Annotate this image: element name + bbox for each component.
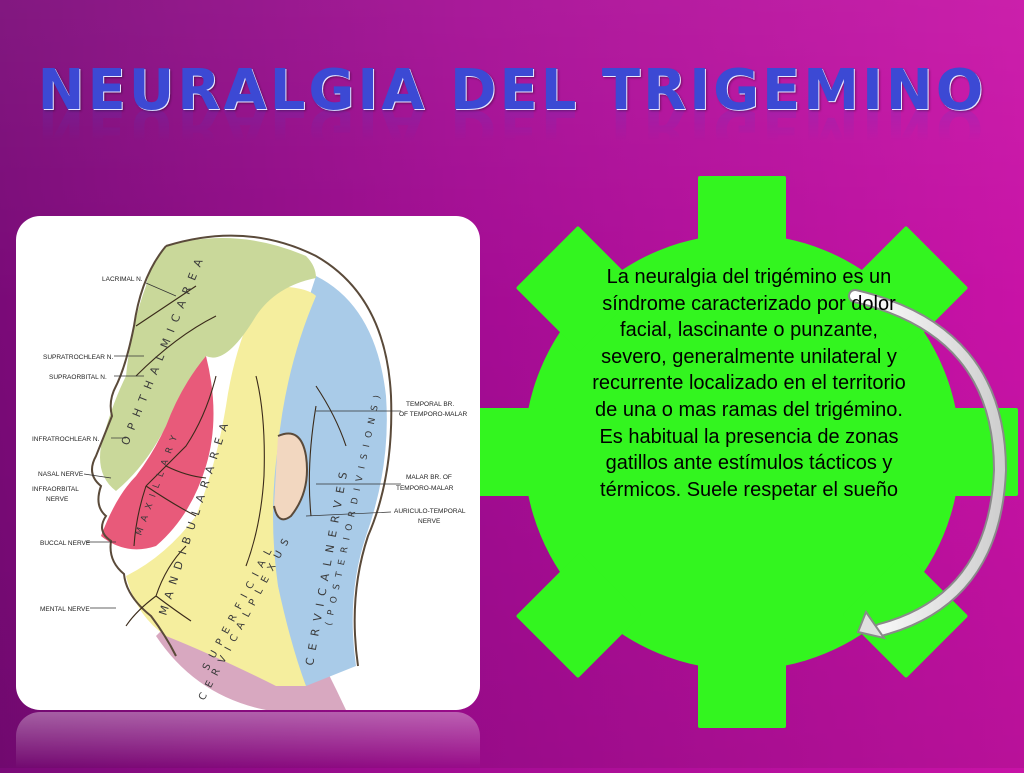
label-nasal: NASAL NERVE bbox=[38, 471, 84, 478]
gear-shape bbox=[466, 176, 1018, 728]
gear-graphic bbox=[466, 176, 1024, 768]
region-maxillary bbox=[101, 356, 214, 550]
label-mental: MENTAL NERVE bbox=[40, 606, 90, 613]
title-reflection: NEURALGIA DEL TRIGEMINO bbox=[37, 96, 987, 161]
label-infratrochlear: INFRATROCHLEAR N. bbox=[32, 436, 100, 443]
label-supraorbital: SUPRAORBITAL N. bbox=[49, 374, 107, 381]
label-temporal-1: TEMPORAL BR. bbox=[406, 401, 454, 408]
gear-teeth bbox=[466, 176, 1018, 728]
description-text: La neuralgia del trigémino es un síndrom… bbox=[592, 266, 906, 501]
region-ophthalmic bbox=[100, 238, 316, 491]
label-infraorbital-2: NERVE bbox=[46, 496, 69, 503]
label-auriculo-2: NERVE bbox=[418, 518, 441, 525]
label-auriculo-1: AURICULO-TEMPORAL bbox=[394, 508, 466, 515]
label-malar-2: TEMPORO-MALAR bbox=[396, 485, 454, 492]
label-buccal: BUCCAL NERVE bbox=[40, 540, 91, 547]
image-reflection bbox=[16, 712, 480, 768]
label-lacrimal: LACRIMAL N. bbox=[102, 276, 143, 283]
leader-lines bbox=[83, 282, 401, 609]
anatomy-image: LACRIMAL N. SUPRATROCHLEAR N. SUPRAORBIT… bbox=[16, 216, 480, 710]
ear bbox=[273, 432, 308, 521]
label-malar-1: MALAR BR. OF bbox=[406, 474, 452, 481]
gear-body bbox=[524, 234, 960, 670]
label-temporal-2: OF TEMPORO-MALAR bbox=[399, 411, 467, 418]
label-supratrochlear: SUPRATROCHLEAR N. bbox=[43, 354, 114, 361]
label-infraorbital-1: INFRAORBITAL bbox=[32, 486, 79, 493]
slide-title: NEURALGIA DEL TRIGEMINO bbox=[37, 58, 987, 123]
head-outline bbox=[91, 234, 393, 667]
nerve-branches bbox=[125, 285, 347, 627]
region-mandibular bbox=[126, 286, 316, 686]
arrow-head bbox=[856, 609, 887, 640]
region-cervical bbox=[271, 276, 387, 686]
head-illustration: LACRIMAL N. SUPRATROCHLEAR N. SUPRAORBIT… bbox=[32, 234, 467, 710]
